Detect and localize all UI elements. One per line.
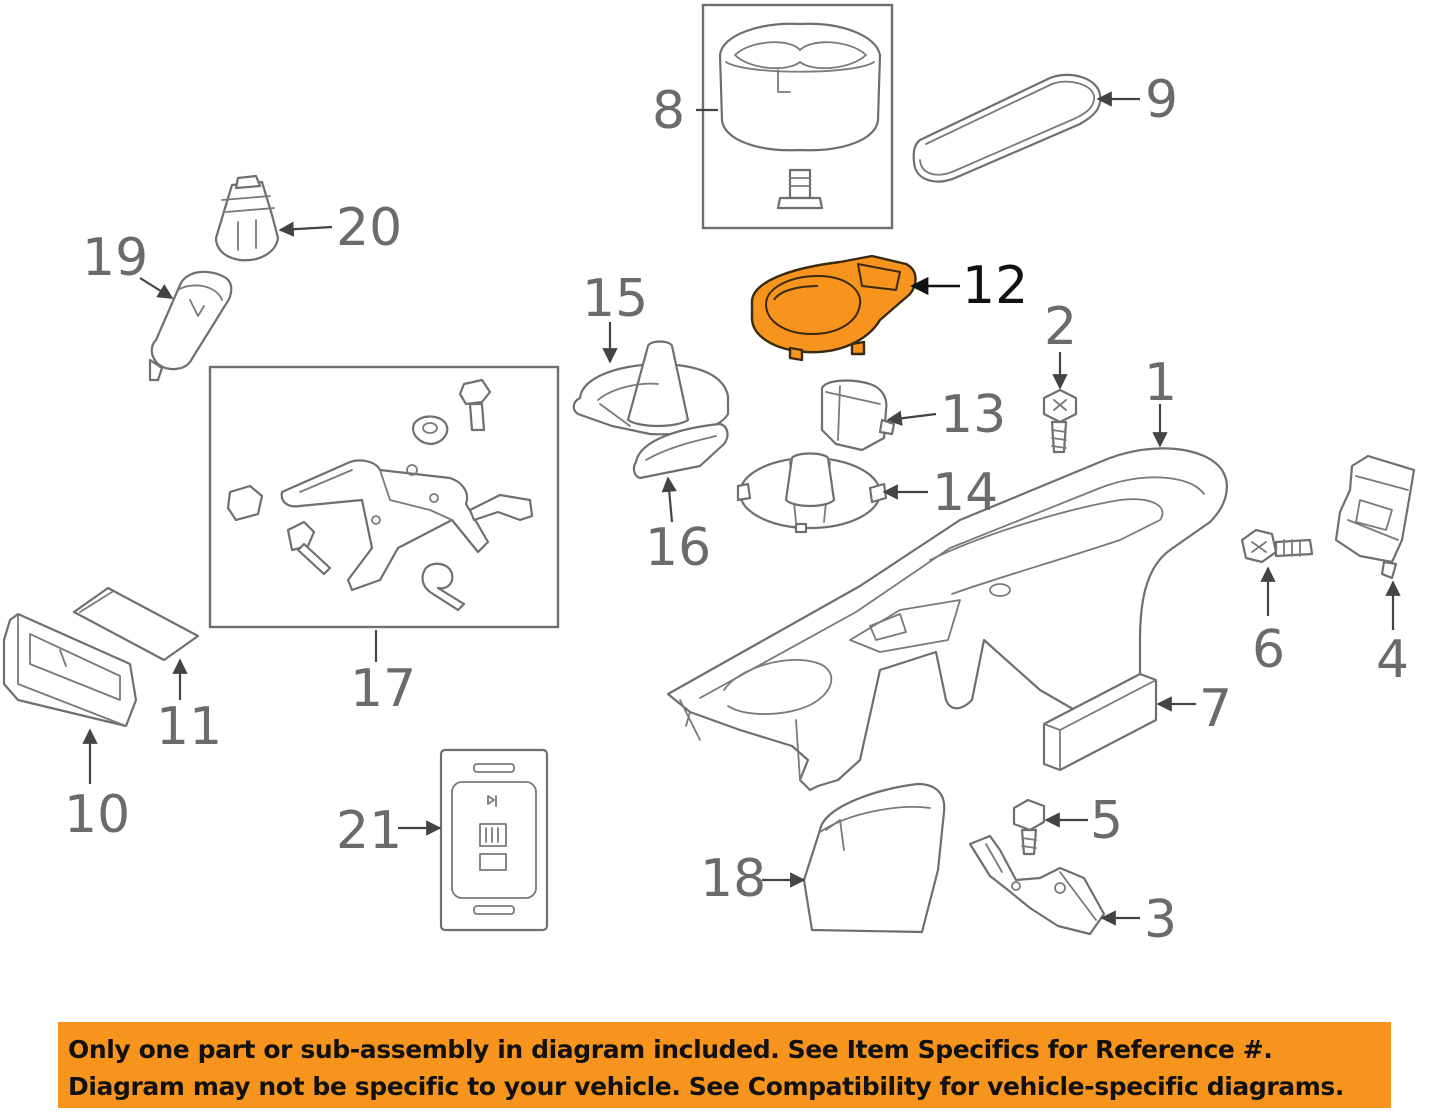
callout-numbers: 9 8 20 19 12 15 2 1 13 14 16 6 4 17 7 11… [64,70,1409,950]
part-14-shift-bezel[interactable] [736,452,888,534]
callout-13: 13 [940,385,1006,445]
callout-11: 11 [156,697,222,757]
callout-16: 16 [645,518,711,578]
callout-20: 20 [336,198,402,258]
part-3-bracket[interactable] [968,834,1106,936]
part-10-storage-box[interactable] [2,612,138,728]
part-17-frame [208,365,560,629]
callout-8: 8 [652,81,685,141]
part-4-bracket[interactable] [1334,454,1416,580]
part-8-cup-holder-insert[interactable] [701,3,894,230]
disclaimer-line-1: Only one part or sub-assembly in diagram… [68,1035,1273,1064]
callout-21: 21 [336,801,402,861]
callout-7: 7 [1199,679,1232,739]
disclaimer-banner: Only one part or sub-assembly in diagram… [58,1022,1391,1108]
callout-17: 17 [350,659,416,719]
callout-9: 9 [1145,70,1178,130]
callout-15: 15 [582,269,648,329]
part-12-cup-holder-highlighted[interactable] [750,254,917,362]
part-2-bolt[interactable] [1042,388,1078,454]
part-7-pad[interactable] [1042,672,1158,772]
disclaimer-line-2: Diagram may not be specific to your vehi… [68,1072,1344,1101]
part-19-lighter[interactable] [148,270,233,382]
part-11-mat[interactable] [72,586,200,662]
callout-1: 1 [1144,353,1177,413]
part-8-frame [701,3,894,230]
part-9-mat[interactable] [912,73,1102,183]
part-15-shift-boot[interactable] [572,340,730,436]
callout-2: 2 [1044,297,1077,357]
callout-18: 18 [700,849,766,909]
part-21-seat-heater-switch[interactable] [439,748,549,932]
part-6-bolt[interactable] [1240,528,1314,564]
part-13-switch-panel[interactable] [820,379,896,452]
callout-14: 14 [932,463,998,523]
callout-4: 4 [1376,630,1409,690]
callout-5: 5 [1090,791,1123,851]
callout-3: 3 [1144,890,1177,950]
part-16-trim-panel[interactable] [632,422,729,480]
part-18-side-panel[interactable] [802,782,946,934]
callout-10: 10 [64,785,130,845]
callout-19: 19 [82,228,148,288]
part-5-bolt[interactable] [1012,798,1046,856]
callout-12: 12 [962,256,1028,316]
part-20-socket[interactable] [214,174,280,262]
callout-6: 6 [1252,620,1285,680]
leader-lines [82,91,1401,926]
part-17-parking-brake-assembly[interactable] [208,365,560,629]
